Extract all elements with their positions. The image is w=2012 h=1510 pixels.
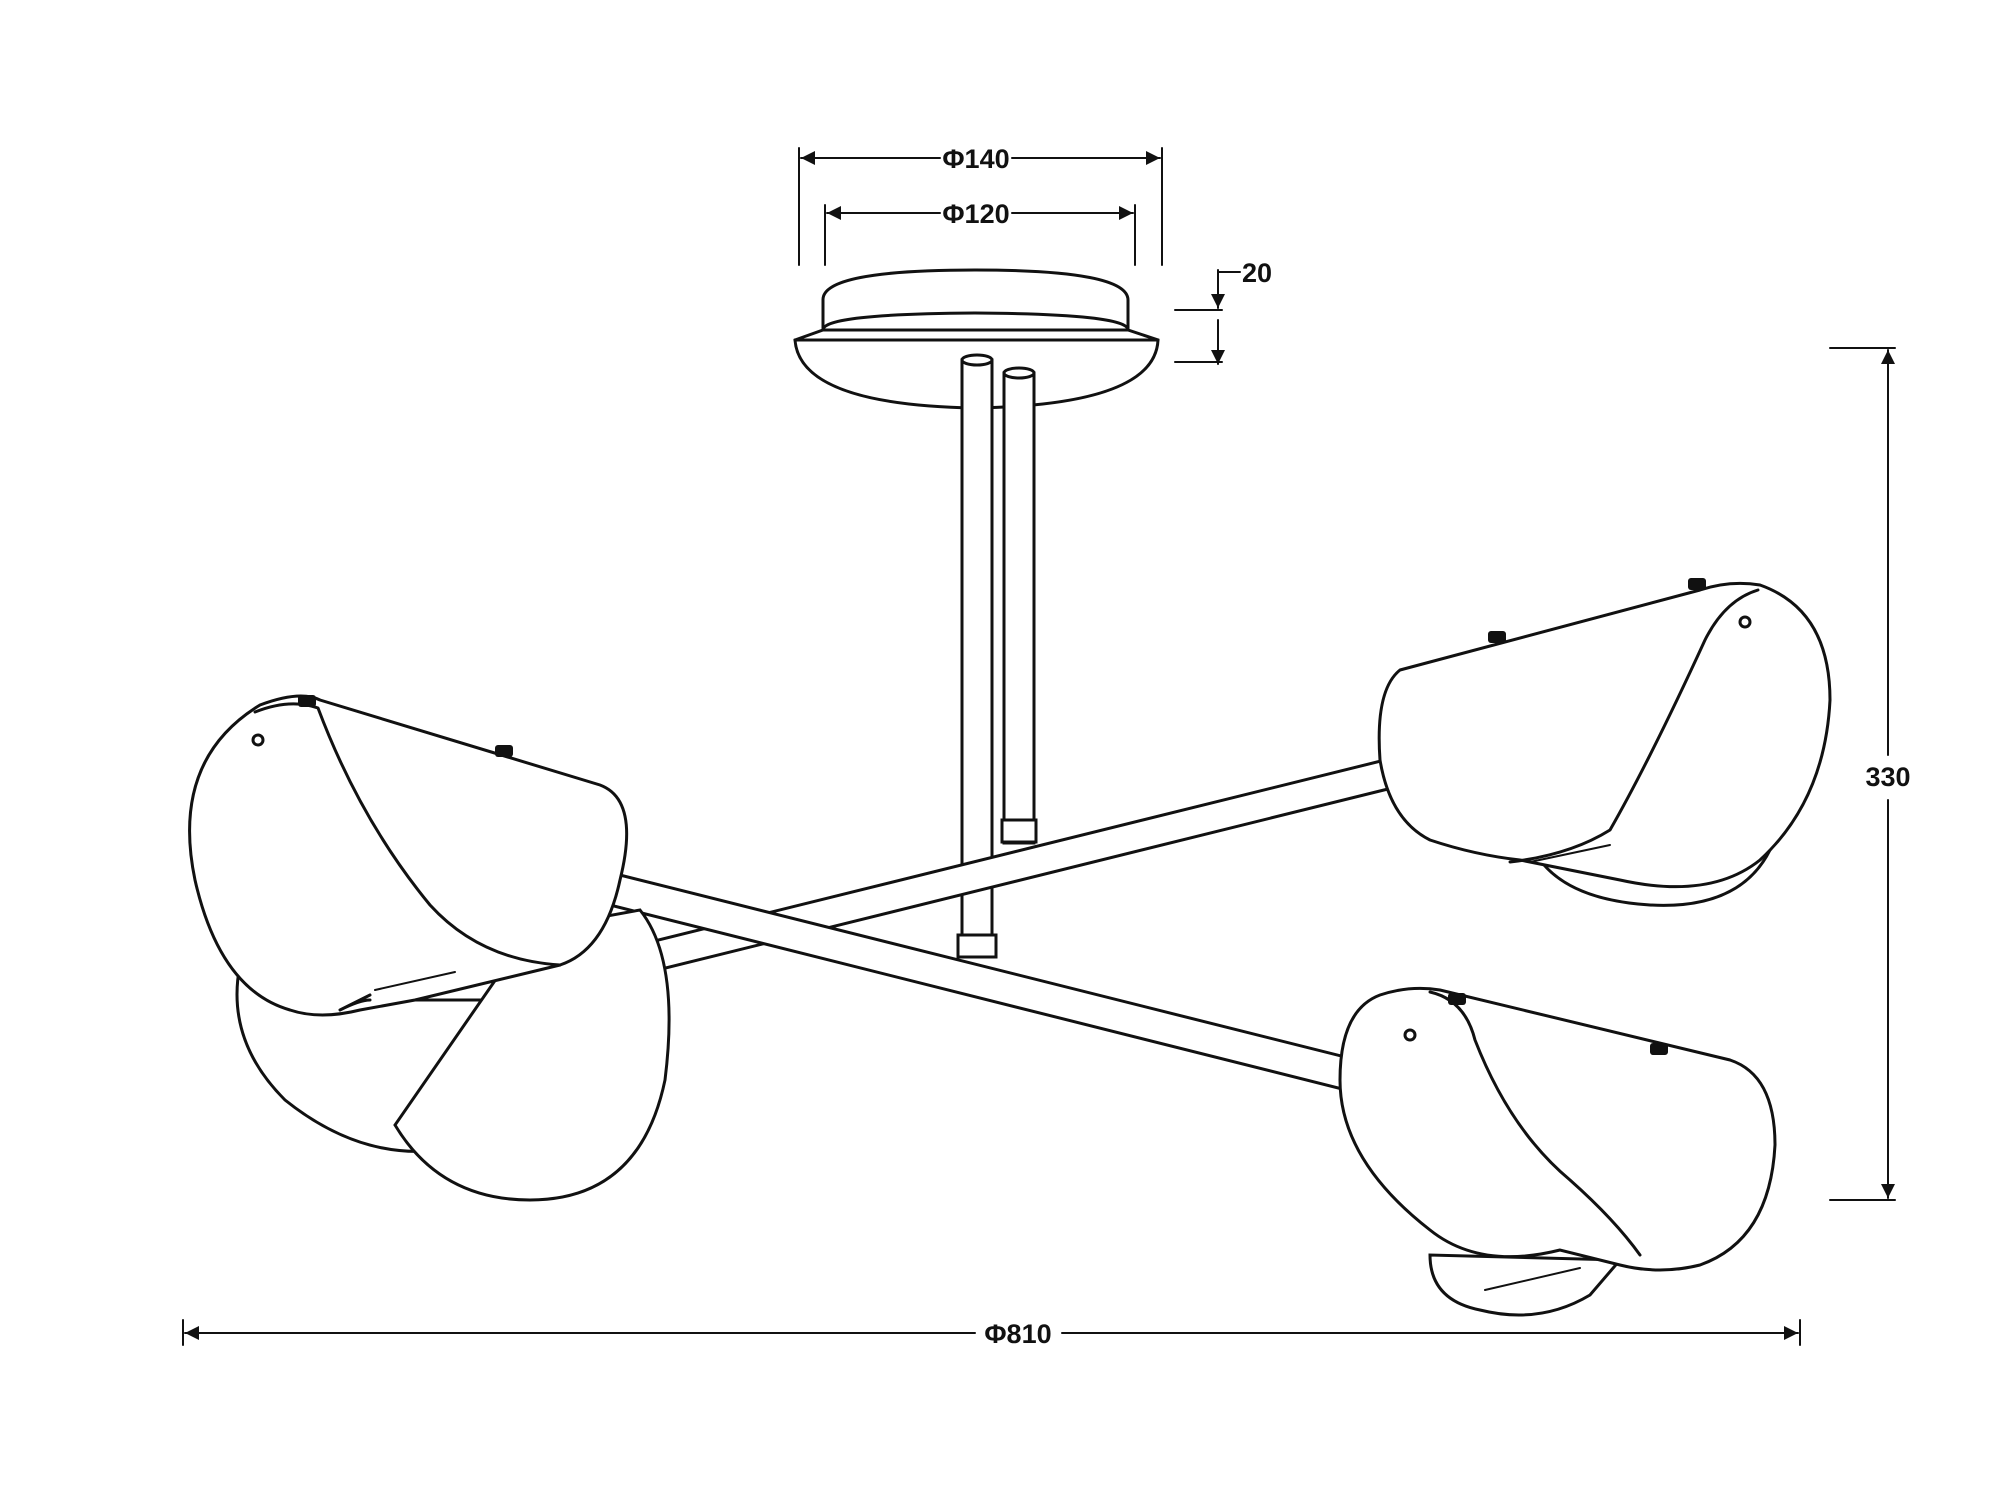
dimension-canopy-height: 20	[1174, 258, 1272, 365]
shade-lower-right	[1338, 986, 1777, 1317]
dimension-label-overall-height: 330	[1865, 762, 1910, 792]
dimension-label-canopy-inner: Φ120	[942, 199, 1009, 229]
shade-upper-right	[1377, 578, 1832, 907]
shade-upper-left	[188, 694, 671, 1202]
dimension-label-canopy-outer: Φ140	[942, 144, 1009, 174]
dimension-canopy-inner: Φ120	[824, 199, 1136, 266]
dimension-overall-height: 330	[1829, 347, 1911, 1201]
suspension-rods	[956, 353, 1038, 959]
dimension-label-canopy-height: 20	[1242, 258, 1272, 288]
arm-front	[596, 868, 1422, 1106]
dimension-canopy-outer: Φ140	[798, 144, 1163, 266]
dimension-overall-width: Φ810	[182, 1319, 1801, 1349]
dimension-label-overall-width: Φ810	[984, 1319, 1051, 1349]
